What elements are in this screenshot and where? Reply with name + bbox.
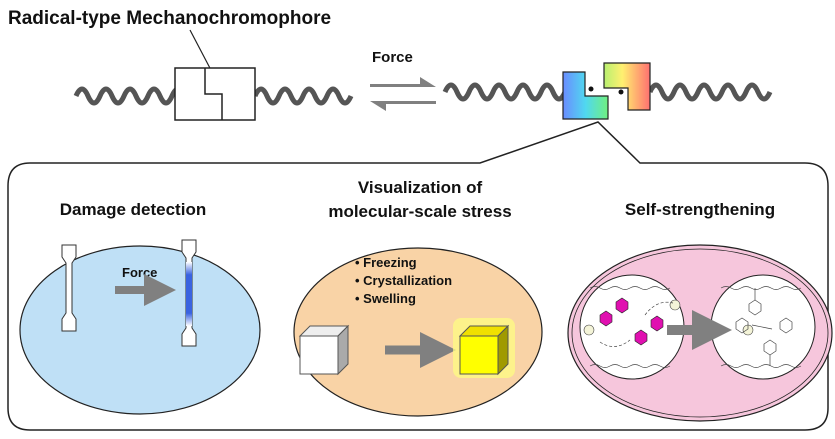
polymer-chain-right <box>442 82 568 102</box>
polymer-chain-right <box>647 82 773 102</box>
title-leader-line <box>189 29 213 73</box>
panel-heading: molecular-scale stress <box>328 202 511 221</box>
radical-dot <box>588 86 594 92</box>
radical-dot <box>618 89 624 95</box>
reverse-arrow <box>370 101 436 111</box>
mechanochromophore-split-line <box>204 68 223 120</box>
bullet-item: • Crystallization <box>355 273 452 288</box>
forward-arrow <box>370 77 436 87</box>
bullet-item: • Freezing <box>355 255 417 270</box>
blue-stretched-region <box>186 262 192 326</box>
radical-fragment-blue <box>562 71 609 120</box>
panel-heading: Damage detection <box>60 200 206 219</box>
panel-inner-outline <box>571 248 829 418</box>
panel-heading: Visualization of <box>358 178 483 197</box>
yellow-cube <box>458 324 510 376</box>
polymer-network-lines <box>589 286 802 368</box>
title: Radical-type Mechanochromophore <box>8 8 331 29</box>
end-groups <box>583 299 754 336</box>
bullet-item: • Swelling <box>355 291 416 306</box>
panel-force-label: Force <box>122 265 157 280</box>
white-cube <box>298 324 350 376</box>
damage-detection-panel <box>19 245 261 415</box>
polymer-chain-left <box>252 86 354 106</box>
radical-hexagons <box>599 297 664 346</box>
force-label: Force <box>372 49 413 66</box>
panel-heading: Self-strengthening <box>625 200 775 219</box>
dogbone-sample-intact <box>61 244 77 332</box>
radical-fragment-warm <box>603 62 651 111</box>
